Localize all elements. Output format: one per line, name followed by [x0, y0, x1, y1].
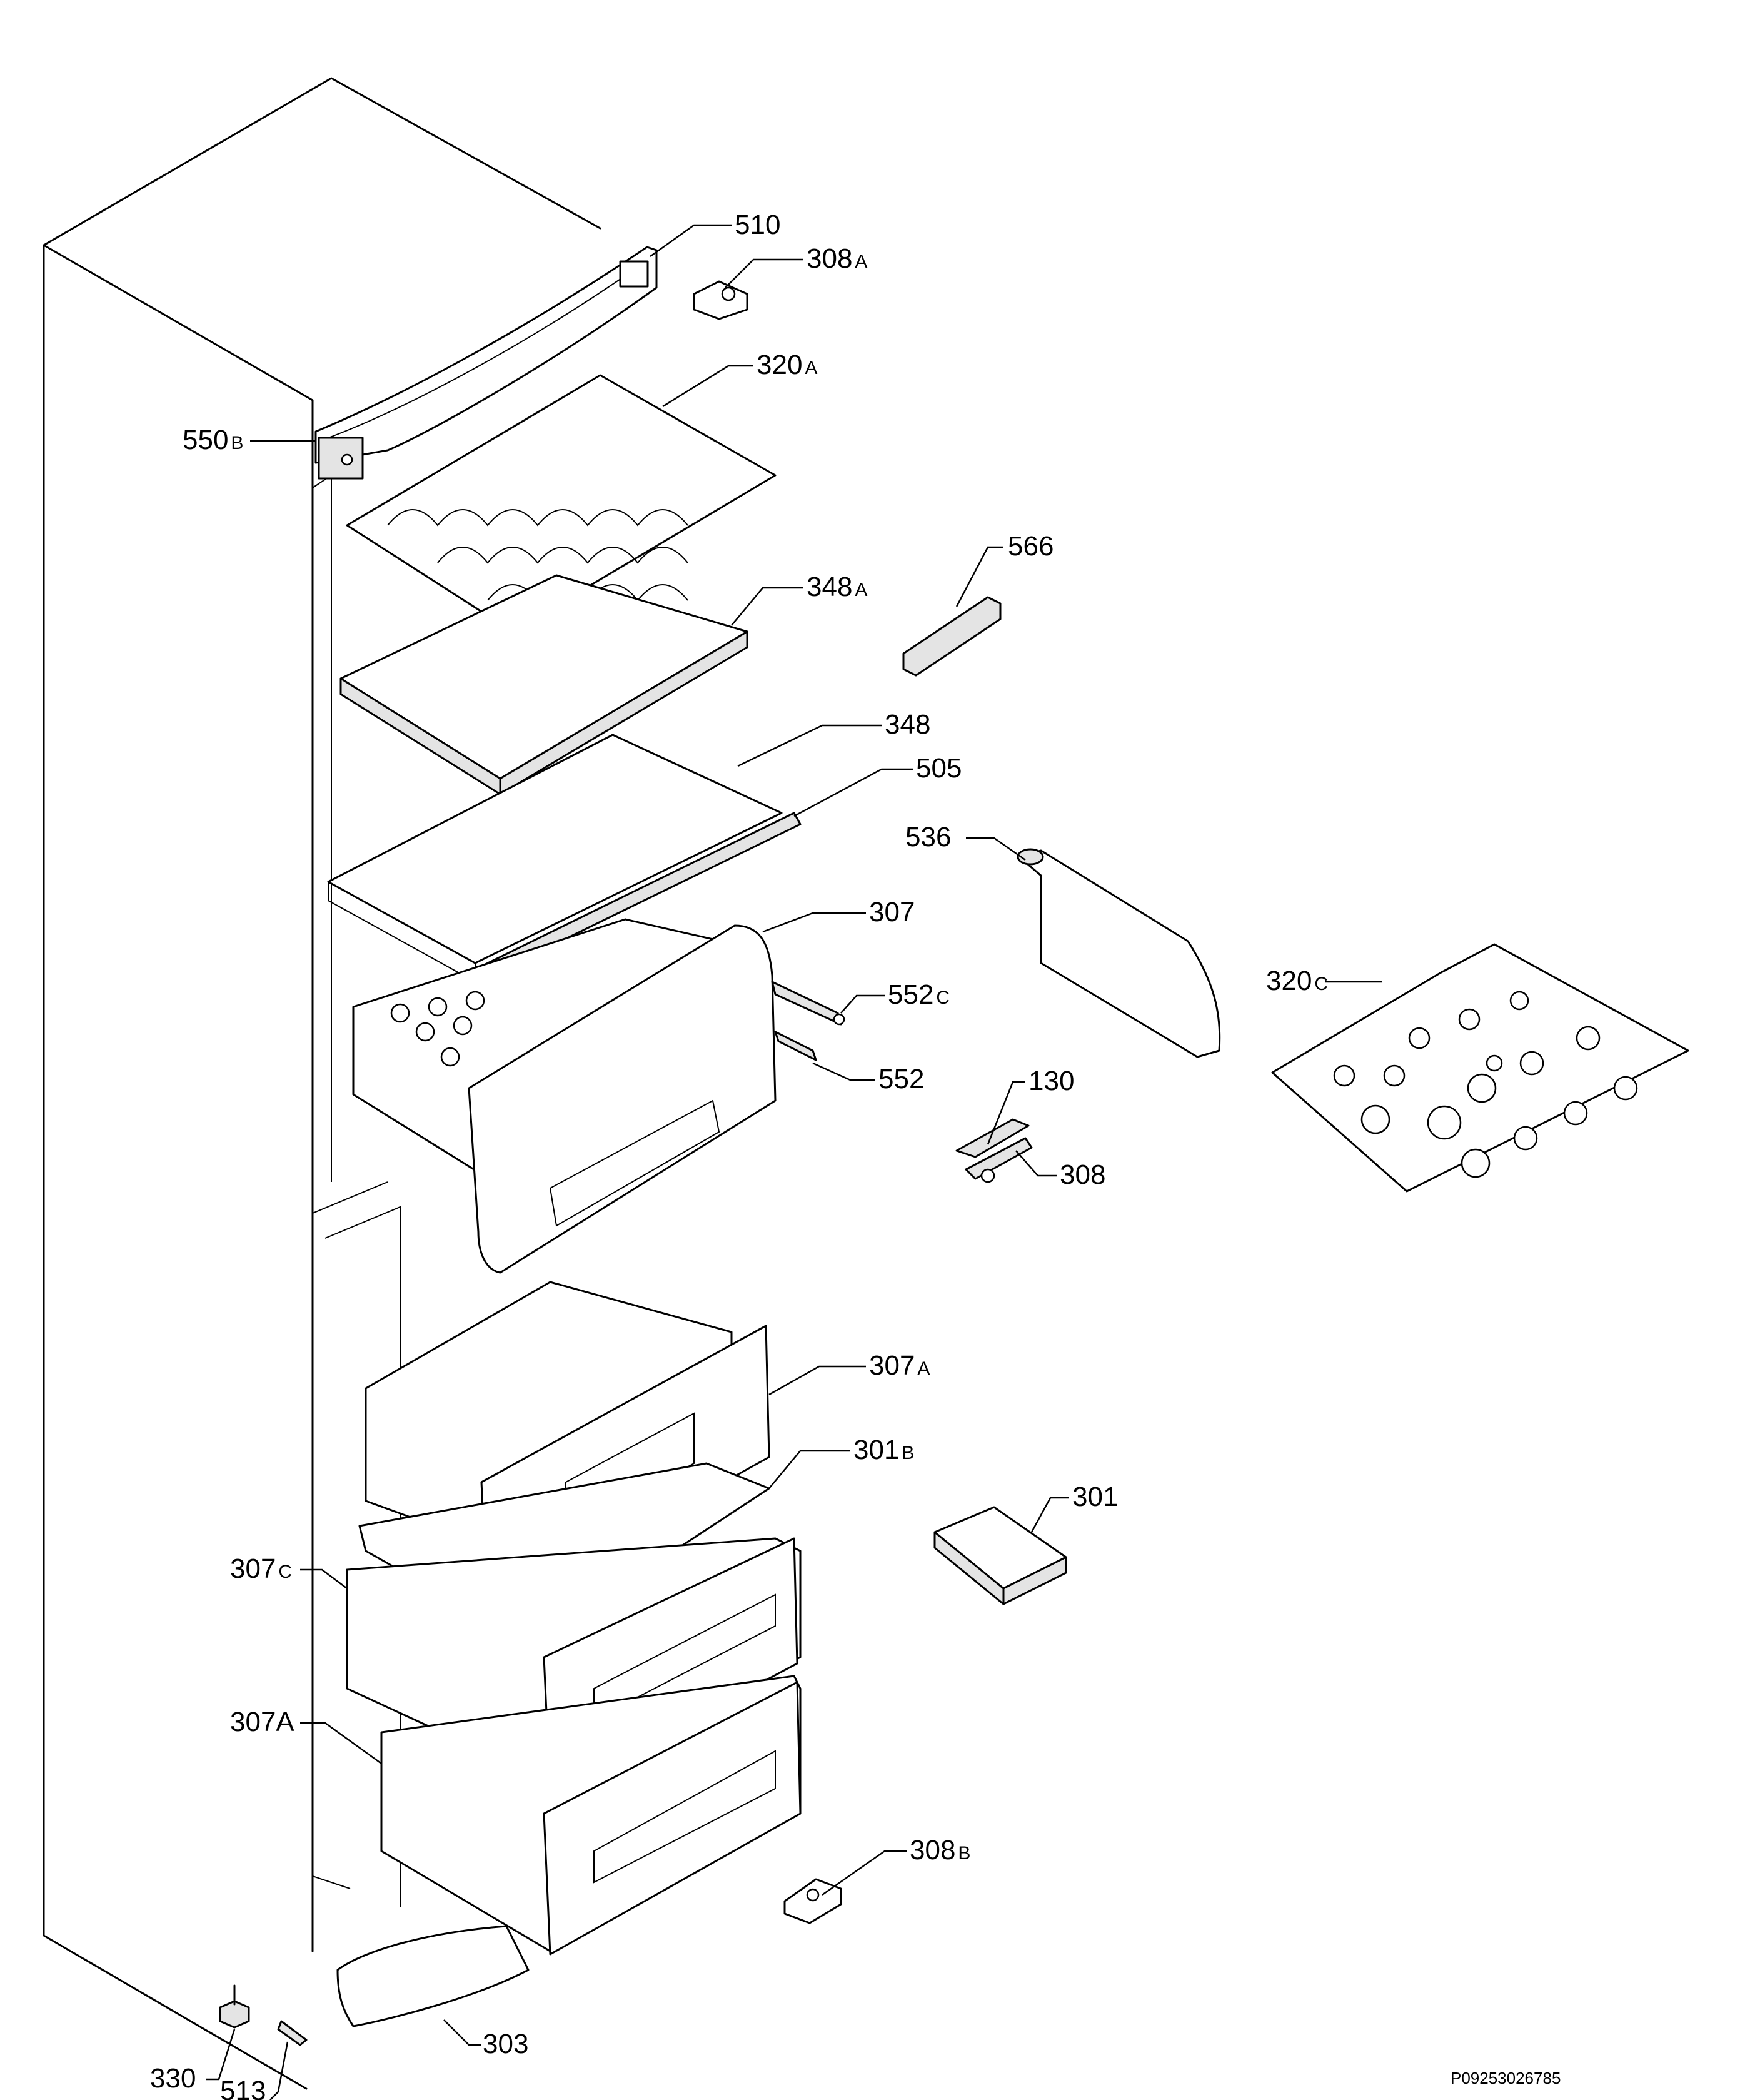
plinth-303	[336, 1925, 530, 2027]
refrigerator-cabinet	[43, 77, 601, 2090]
callout-536: 536	[905, 822, 951, 852]
callout-505: 505	[916, 753, 962, 784]
bracket-550b	[318, 437, 364, 480]
wine-rack-320a	[346, 374, 777, 633]
adjustable-foot-330	[219, 1984, 250, 2029]
callout-307a-low: 307A	[230, 1707, 294, 1737]
drawing-reference: P09253026785	[1451, 2069, 1561, 2087]
callout-552: 552	[878, 1064, 924, 1094]
clip-566	[902, 596, 1002, 677]
runner-552	[774, 1031, 817, 1061]
divider-536	[1017, 848, 1221, 1058]
callout-303: 303	[483, 2029, 528, 2059]
callout-348: 348	[885, 709, 930, 740]
hinge-308a	[693, 280, 748, 320]
clip-513	[277, 2020, 308, 2046]
hinge-308b	[783, 1878, 842, 1924]
freezer-drawer-307a-low	[380, 1675, 802, 1956]
callout-130: 130	[1028, 1066, 1074, 1096]
door-handle-bar	[314, 246, 658, 464]
leader-lines	[206, 224, 1382, 2100]
callout-510: 510	[735, 209, 780, 240]
callout-301: 301	[1072, 1482, 1118, 1512]
callout-513: 513	[220, 2076, 266, 2100]
callout-330: 330	[150, 2063, 196, 2094]
callout-308: 308	[1060, 1159, 1105, 1190]
runner-552c	[771, 981, 845, 1026]
glass-shelf-348a	[339, 574, 748, 795]
perforated-plate-320c	[1271, 943, 1689, 1193]
ice-cube-tray-301	[933, 1506, 1067, 1605]
callout-307: 307	[869, 897, 915, 927]
hinge-130-308	[955, 1118, 1033, 1183]
crisper-drawer-307	[352, 918, 777, 1274]
callout-566: 566	[1008, 531, 1054, 562]
